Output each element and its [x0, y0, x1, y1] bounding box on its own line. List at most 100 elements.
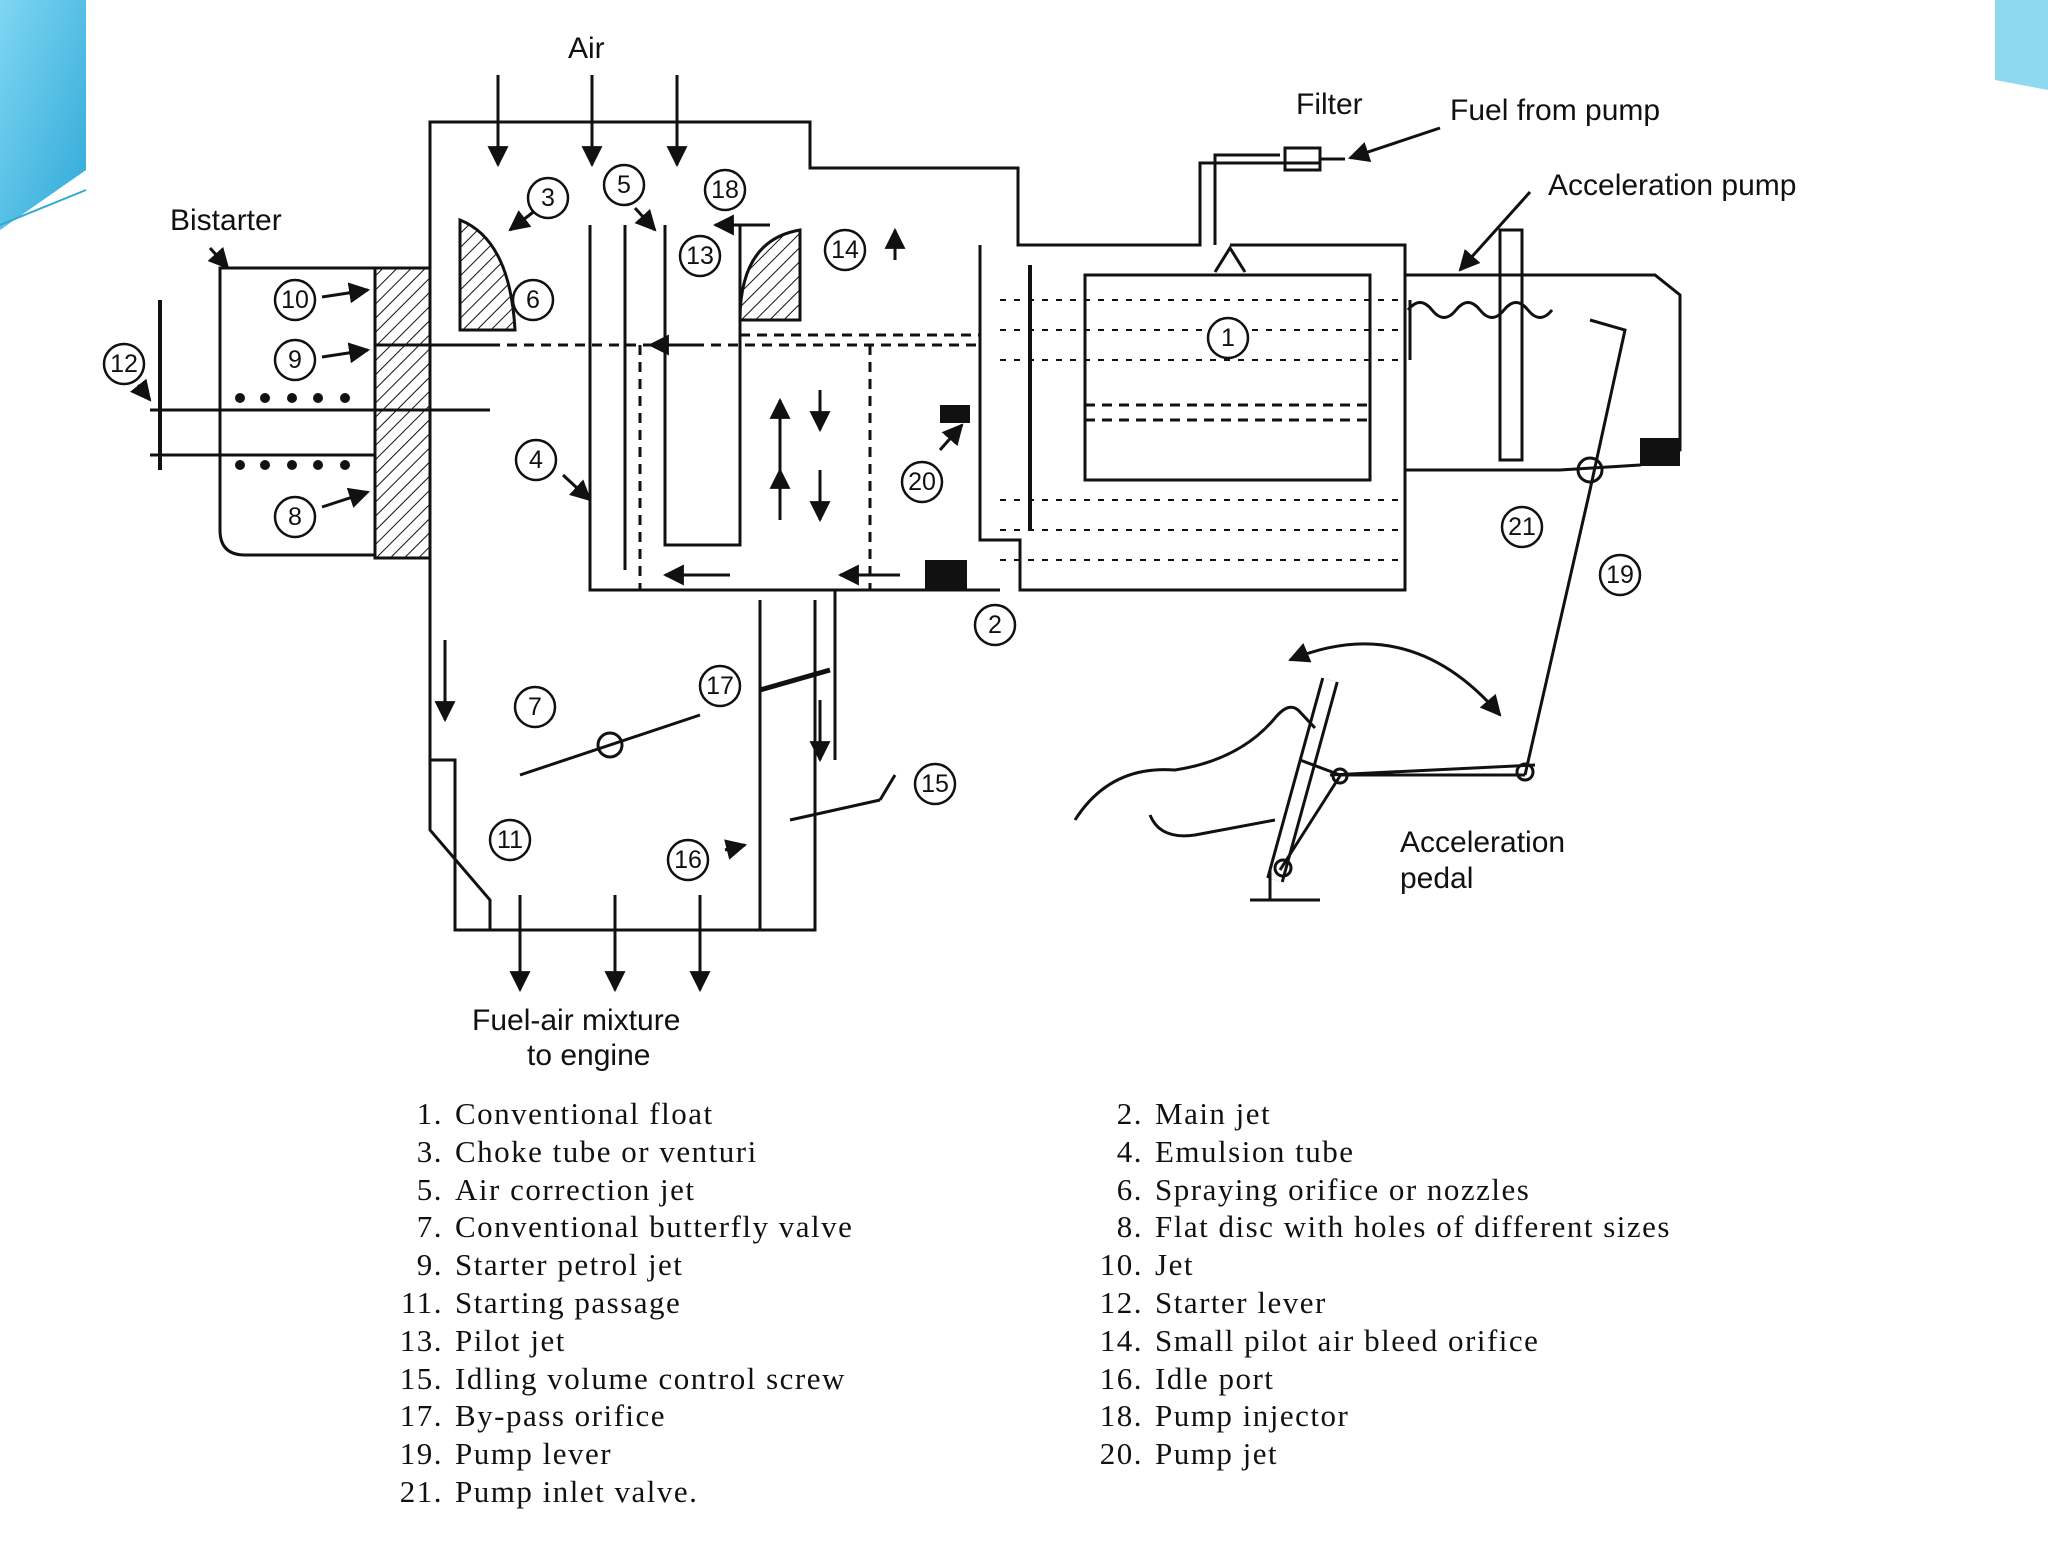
legend-item: 9.Starter petrol jet [380, 1246, 1020, 1284]
legend-item: 15. Idling volume control screw [380, 1360, 1020, 1398]
marker-3: 3 [526, 176, 570, 220]
legend-item: 3. Choke tube or venturi [380, 1133, 1020, 1171]
legend-item: 12.Starter lever [1080, 1284, 1860, 1322]
legend-text: Emulsion tube [1155, 1133, 1355, 1169]
marker-9: 9 [273, 338, 317, 382]
marker-number: 18 [711, 176, 739, 204]
marker-number: 9 [288, 346, 302, 374]
legend-number: 11. [400, 1284, 443, 1320]
legend-item: 11. Starting passage [380, 1284, 1020, 1322]
legend-item: 20. Pump jet [1080, 1435, 1860, 1473]
marker-number: 16 [674, 846, 702, 874]
legend-number: 15. [399, 1360, 443, 1396]
label-mixture-line1: Fuel-air mixture [472, 1004, 680, 1037]
marker-18: 18 [703, 168, 747, 212]
marker-number: 17 [706, 672, 734, 700]
legend-number: 19. [399, 1436, 443, 1472]
legend-number: 5. [416, 1171, 443, 1207]
legend-text: Starting passage [455, 1284, 682, 1320]
legend-text: Air correction jet [455, 1171, 696, 1207]
legend-item: 5. Air correction jet [380, 1171, 1020, 1209]
disc-holes [235, 393, 350, 470]
legend-item: 8. Flat disc with holes of different size… [1080, 1208, 1860, 1246]
legend-number: 1. [416, 1096, 443, 1131]
legend-number: 20. [1099, 1436, 1143, 1472]
legend-text: Idling volume control screw [455, 1360, 846, 1396]
legend-number: 6. [1116, 1171, 1143, 1207]
legend-text: By-pass orifice [455, 1398, 667, 1434]
legend-text: Small pilot air bleed orifice [1155, 1322, 1540, 1358]
marker-14: 14 [823, 228, 867, 272]
legend-text: Idle port [1155, 1360, 1275, 1396]
marker-number: 1 [1221, 324, 1235, 352]
label-acceleration-pump: Acceleration pump [1548, 169, 1796, 202]
marker-7: 7 [513, 685, 557, 729]
legend-text: Conventional butterfly valve [455, 1209, 854, 1245]
marker-number: 10 [281, 286, 309, 314]
marker-19: 19 [1598, 553, 1642, 597]
marker-17: 17 [698, 664, 742, 708]
legend-text: Pump injector [1155, 1398, 1350, 1434]
legend-item: 13. Pilot jet [380, 1322, 1020, 1360]
legend-item: 17. By-pass orifice [380, 1397, 1020, 1435]
marker-number: 7 [528, 693, 542, 721]
legend-text: Main jet [1155, 1096, 1272, 1131]
legend-text: Spraying orifice or nozzles [1155, 1171, 1531, 1207]
legend-number: 7. [416, 1209, 443, 1245]
legend-column-right: 2. Main jet 4. Emulsion tube 6. Spraying orif… [1080, 1095, 1860, 1473]
legend-number: 3. [416, 1133, 443, 1169]
label-bistarter: Bistarter [170, 204, 282, 237]
legend-item: 2. Main jet [1080, 1095, 1860, 1133]
legend-text: Pump lever [455, 1436, 613, 1472]
legend-text: Pump jet [1155, 1436, 1279, 1472]
marker-number: 13 [686, 242, 714, 270]
legend-number: 13. [399, 1322, 443, 1358]
legend-item: 21.Pump inlet valve. [380, 1473, 1020, 1511]
legend-number: 4. [1116, 1133, 1143, 1169]
marker-5: 5 [602, 163, 646, 207]
legend-item: 7. Conventional butterfly valve [380, 1208, 1020, 1246]
marker-10: 10 [273, 278, 317, 322]
label-fuel-from-pump: Fuel from pump [1450, 94, 1660, 127]
legend-item: 6. Spraying orifice or nozzles [1080, 1171, 1860, 1209]
legend-number: 17. [399, 1398, 443, 1434]
marker-6: 6 [511, 278, 555, 322]
marker-12: 12 [102, 342, 146, 386]
left-accent-shape [0, 0, 86, 230]
label-air: Air [568, 32, 605, 65]
marker-number: 21 [1508, 513, 1536, 541]
marker-number: 4 [529, 446, 543, 474]
legend-number: 21. [399, 1473, 443, 1509]
marker-number: 15 [921, 770, 949, 798]
legend-text: Pilot jet [455, 1322, 566, 1358]
marker-13: 13 [678, 234, 722, 278]
legend-number: 18. [1099, 1398, 1143, 1434]
legend-item: 14. Small pilot air bleed orifice [1080, 1322, 1860, 1360]
marker-2: 2 [973, 603, 1017, 647]
marker-number: 12 [110, 350, 138, 378]
marker-8: 8 [273, 495, 317, 539]
marker-number: 6 [526, 286, 540, 314]
marker-4: 4 [514, 438, 558, 482]
legend-item: 1.Conventional float [380, 1095, 1020, 1133]
legend-text: Flat disc with holes of different sizes [1155, 1209, 1671, 1245]
legend-item: 19. Pump lever [380, 1435, 1020, 1473]
legend-text: Starter lever [1155, 1284, 1327, 1320]
marker-20: 20 [900, 460, 944, 504]
legend-number: 2. [1116, 1096, 1143, 1131]
marker-15: 15 [913, 762, 957, 806]
marker-1: 1 [1206, 316, 1250, 360]
label-pedal: pedal [1400, 862, 1473, 895]
legend-number: 8. [1116, 1209, 1143, 1245]
legend-number: 14. [1099, 1322, 1143, 1358]
label-acceleration: Acceleration [1400, 826, 1565, 859]
marker-number: 11 [497, 826, 523, 854]
legend-number: 10. [1099, 1247, 1143, 1283]
marker-number: 14 [831, 236, 859, 264]
legend-number: 16. [1099, 1360, 1143, 1396]
legend-text: Choke tube or venturi [455, 1133, 758, 1169]
